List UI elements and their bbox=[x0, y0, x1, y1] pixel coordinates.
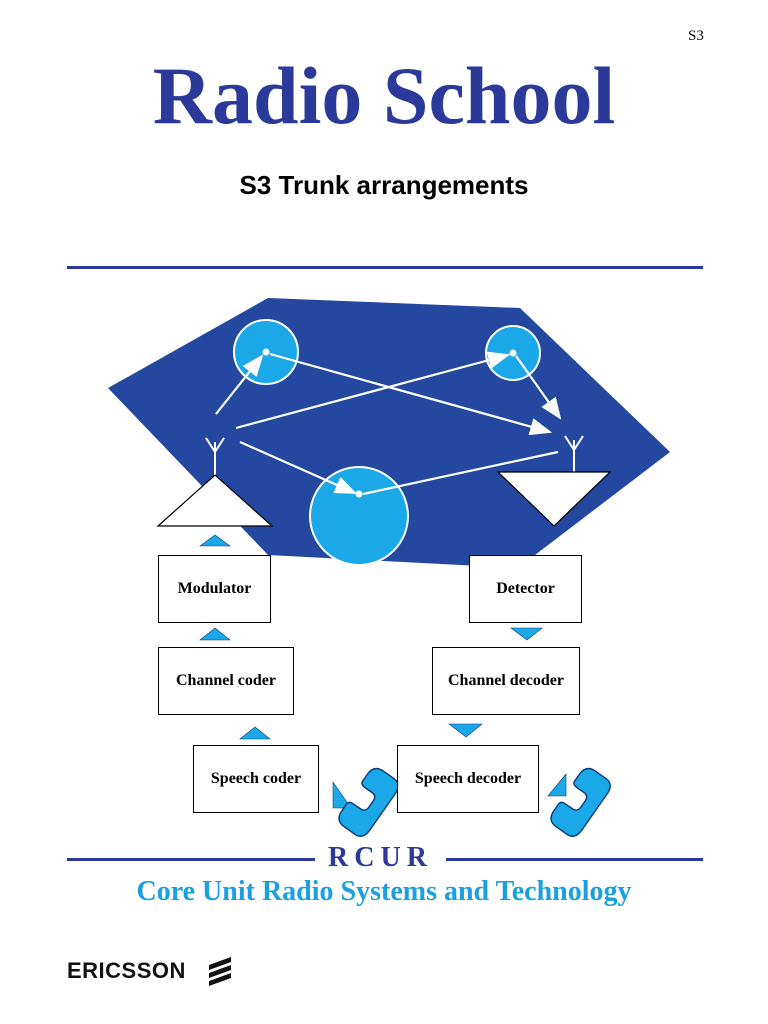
link-right-rx bbox=[515, 355, 562, 420]
page-subtitle: S3 Trunk arrangements bbox=[239, 170, 529, 200]
transmitter-triangle-icon bbox=[156, 474, 274, 527]
brand-name: ERICSSON bbox=[67, 958, 186, 983]
up-arrow-marker bbox=[199, 627, 231, 641]
up-arrow-marker bbox=[199, 534, 231, 547]
marker-triangle bbox=[547, 773, 567, 797]
node-bottom bbox=[309, 466, 409, 566]
node-right-dot bbox=[509, 349, 517, 357]
link-tx-right bbox=[235, 351, 511, 430]
down-arrow-marker bbox=[510, 627, 543, 641]
down-arrow-marker bbox=[448, 723, 483, 738]
detector-block: Detector bbox=[469, 555, 582, 623]
marker-triangle bbox=[332, 781, 352, 809]
speech-decoder-block: Speech decoder bbox=[397, 745, 539, 813]
receiver-triangle-icon bbox=[496, 471, 612, 527]
speech-coder-block: Speech coder bbox=[193, 745, 319, 813]
antenna-icon bbox=[564, 435, 584, 472]
telephone-handset-icon bbox=[550, 767, 611, 837]
link-tx-bottom bbox=[239, 440, 358, 495]
channel-coder-block: Channel coder bbox=[158, 647, 294, 715]
link-tx-left bbox=[215, 354, 264, 415]
ericsson-logo-icon bbox=[209, 957, 231, 986]
footer-code: RCUR bbox=[328, 842, 433, 873]
channel-decoder-block: Channel decoder bbox=[432, 647, 580, 715]
page-code: S3 bbox=[688, 28, 704, 44]
antenna-icon bbox=[205, 437, 225, 476]
page-title: Radio School bbox=[152, 50, 616, 141]
up-arrow-marker bbox=[239, 726, 271, 740]
top-divider bbox=[67, 266, 703, 269]
footer-text: Core Unit Radio Systems and Technology bbox=[136, 876, 632, 907]
modulator-block: Modulator bbox=[158, 555, 271, 623]
footer-divider-right bbox=[446, 858, 703, 861]
footer-divider-left bbox=[67, 858, 315, 861]
node-bottom-dot bbox=[355, 490, 363, 498]
link-bottom-rx bbox=[362, 450, 559, 496]
link-left-rx bbox=[269, 352, 553, 436]
node-left-dot bbox=[262, 348, 270, 356]
